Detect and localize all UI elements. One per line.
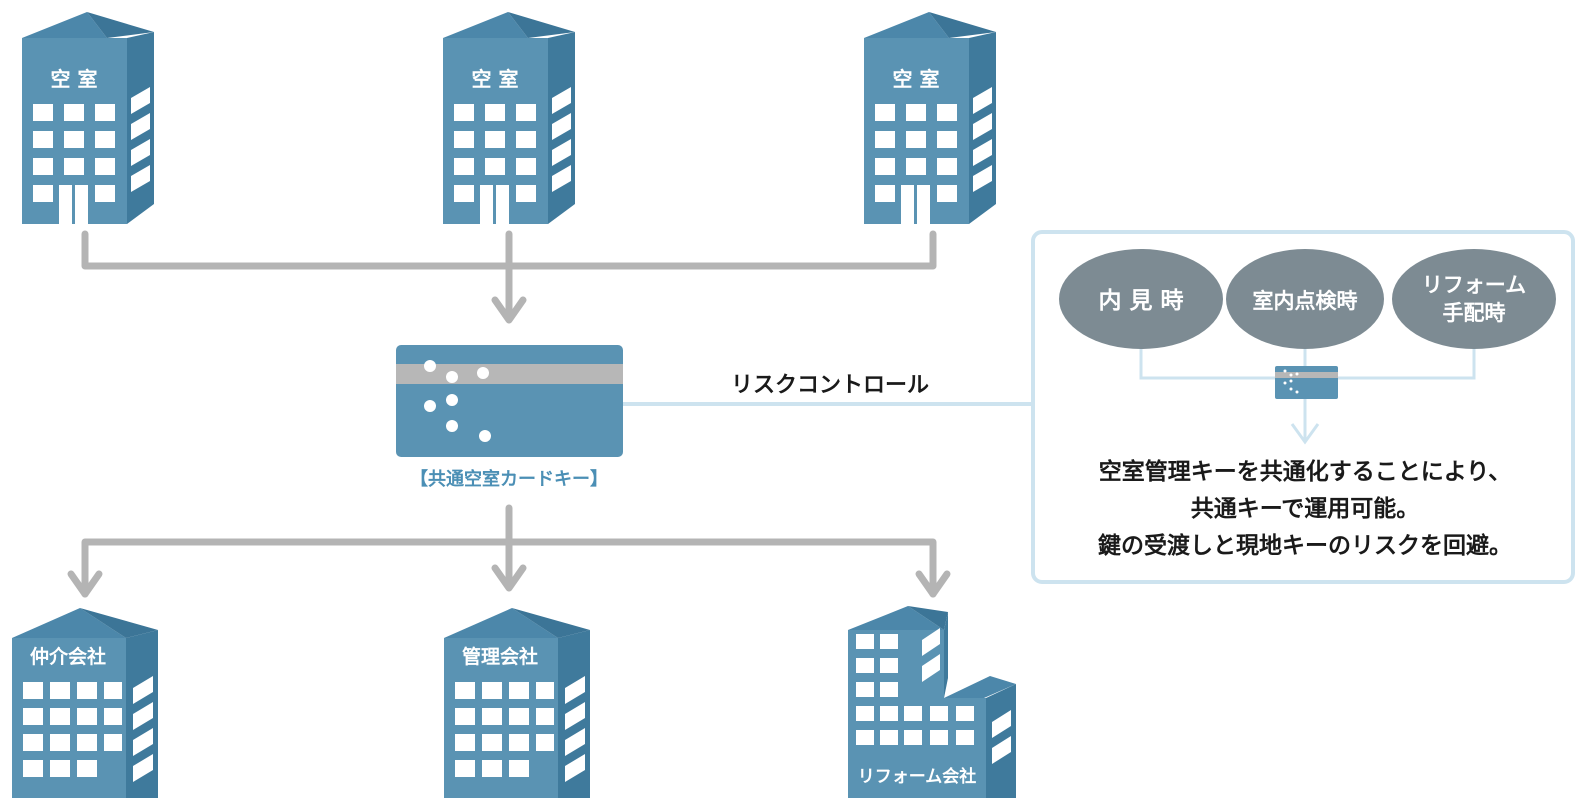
company-management: 管理会社 (444, 608, 590, 798)
company-management-label: 管理会社 (462, 645, 538, 668)
scenario-inspection-label: 室内点検時 (1253, 289, 1358, 313)
mini-card-key-icon (1275, 366, 1338, 399)
vacant-building-2: 空 室 (443, 12, 575, 224)
card-chip-dots (424, 360, 491, 442)
vacant-building-1-label: 空 室 (51, 67, 98, 91)
panel-description-line-2: 共通キーで運用可能。 (1191, 495, 1420, 522)
vacant-building-2-label: 空 室 (472, 67, 519, 91)
info-panel: 内 見 時 室内点検時 リフォーム 手配時 空室管理キーを共通化することにより、… (1031, 230, 1575, 584)
scenario-reform (1392, 249, 1556, 349)
scenario-viewing-label: 内 見 時 (1098, 288, 1183, 314)
company-reform-label: リフォーム会社 (858, 766, 977, 787)
top-connector (81, 230, 937, 324)
company-brokerage-label: 仲介会社 (30, 645, 106, 668)
risk-control-label: リスクコントロール (731, 373, 929, 398)
bottom-connector (67, 504, 951, 598)
scenario-reform-label-2: 手配時 (1443, 301, 1506, 325)
panel-description-line-3: 鍵の受渡しと現地キーのリスクを回避。 (1098, 532, 1512, 559)
scenario-viewing (1059, 249, 1223, 349)
company-brokerage: 仲介会社 (12, 608, 158, 798)
panel-description-line-1: 空室管理キーを共通化することにより、 (1099, 458, 1512, 485)
scenario-reform-label-1: リフォーム (1422, 273, 1526, 297)
company-reform: リフォーム会社 (848, 606, 1016, 798)
common-card-key (396, 345, 623, 457)
vacant-building-1: 空 室 (22, 12, 154, 224)
vacant-building-3: 空 室 (864, 12, 996, 224)
vacant-building-3-label: 空 室 (893, 67, 940, 91)
card-caption: 【共通空室カードキー】 (410, 468, 608, 490)
scenario-inspection (1226, 249, 1384, 349)
